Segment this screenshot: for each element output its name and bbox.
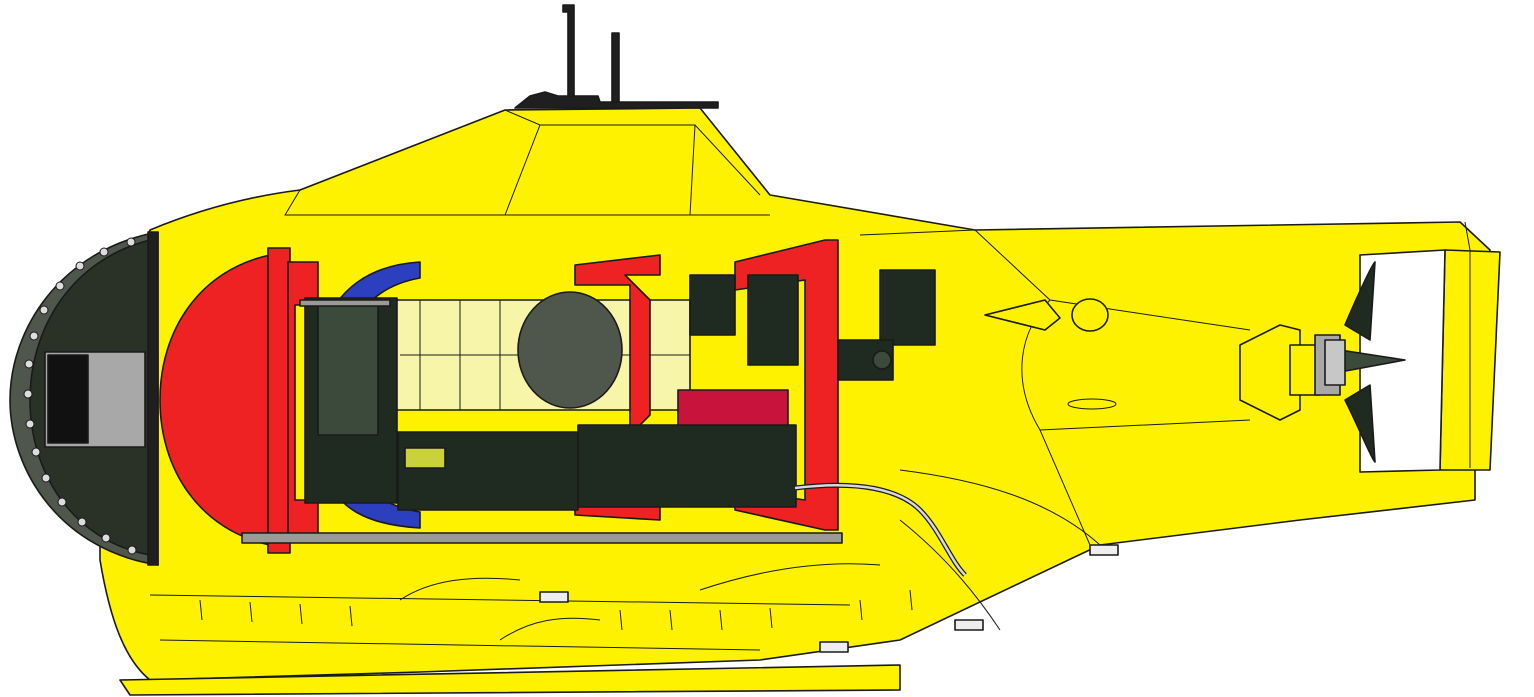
stern-servo bbox=[879, 269, 936, 346]
cylinder-cap bbox=[517, 291, 623, 409]
lower-tie-rod bbox=[241, 532, 843, 544]
propeller-icon bbox=[1324, 261, 1406, 463]
pressure-hull-interior bbox=[159, 239, 967, 577]
keel-studs bbox=[539, 544, 1119, 653]
dome-bolts bbox=[23, 237, 137, 555]
antenna-mast-icon bbox=[514, 4, 719, 109]
servo-box-2 bbox=[747, 274, 799, 366]
main-battery-pack bbox=[397, 431, 579, 511]
upper-tie-rod bbox=[299, 299, 391, 307]
forward-bulkhead-dome bbox=[159, 254, 271, 546]
forward-bulkhead bbox=[267, 247, 291, 554]
servo-box bbox=[689, 274, 736, 336]
belly-ribs bbox=[199, 589, 913, 631]
aft-battery-pack bbox=[577, 424, 797, 508]
motor bbox=[837, 339, 894, 381]
dome-window-icon bbox=[9, 231, 159, 566]
crimson-controller bbox=[677, 389, 789, 426]
